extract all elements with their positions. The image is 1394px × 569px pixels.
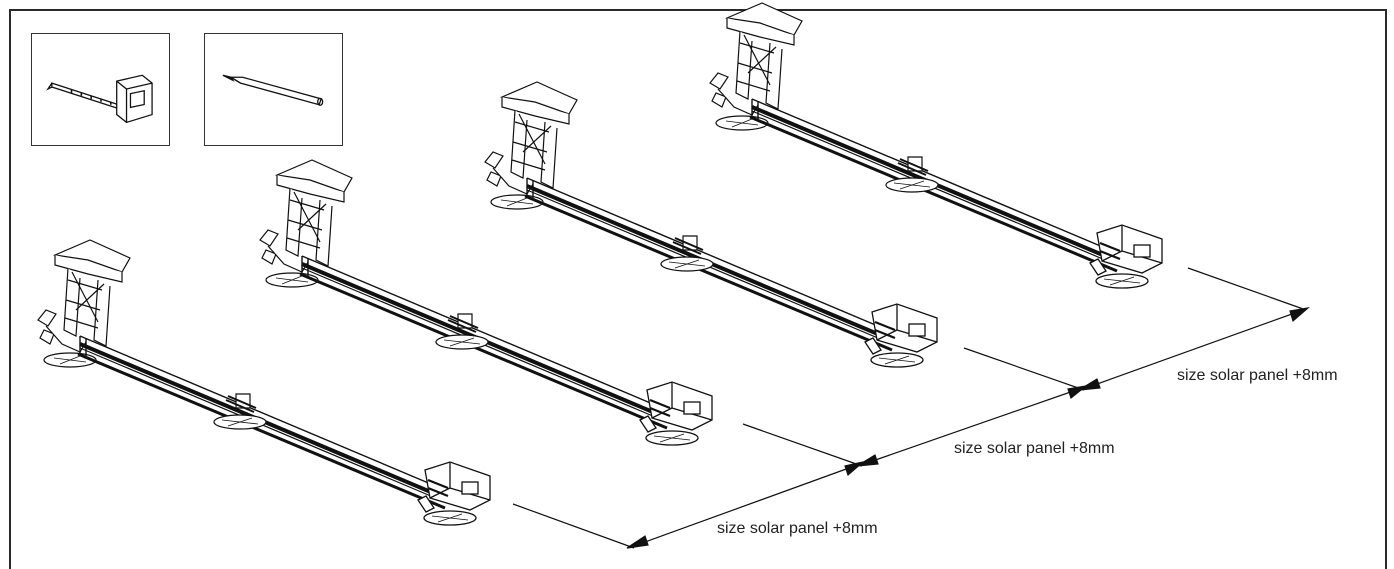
dimension-label-1: size solar panel +8mm (717, 520, 878, 537)
measuring-tape-icon (46, 74, 153, 124)
tool-box-measuring-tape (31, 33, 170, 146)
dimension-line-2 (856, 385, 1089, 467)
tool-box-pencil (204, 33, 343, 146)
dimension-line-1 (626, 461, 864, 549)
extension-line-3 (963, 347, 1085, 391)
rail-assembly-2 (258, 158, 714, 447)
extension-line-2 (742, 423, 863, 467)
rail-assembly-1 (36, 238, 492, 527)
pencil-icon (222, 74, 324, 106)
rail-assembly-3 (483, 80, 939, 369)
extension-line-4 (1187, 267, 1307, 311)
rail-assembly-4 (708, 1, 1164, 290)
extension-line-1 (512, 503, 635, 549)
dimension-label-3: size solar panel +8mm (1177, 367, 1338, 384)
dimension-line-3 (1078, 307, 1311, 391)
dimension-label-2: size solar panel +8mm (954, 440, 1115, 457)
